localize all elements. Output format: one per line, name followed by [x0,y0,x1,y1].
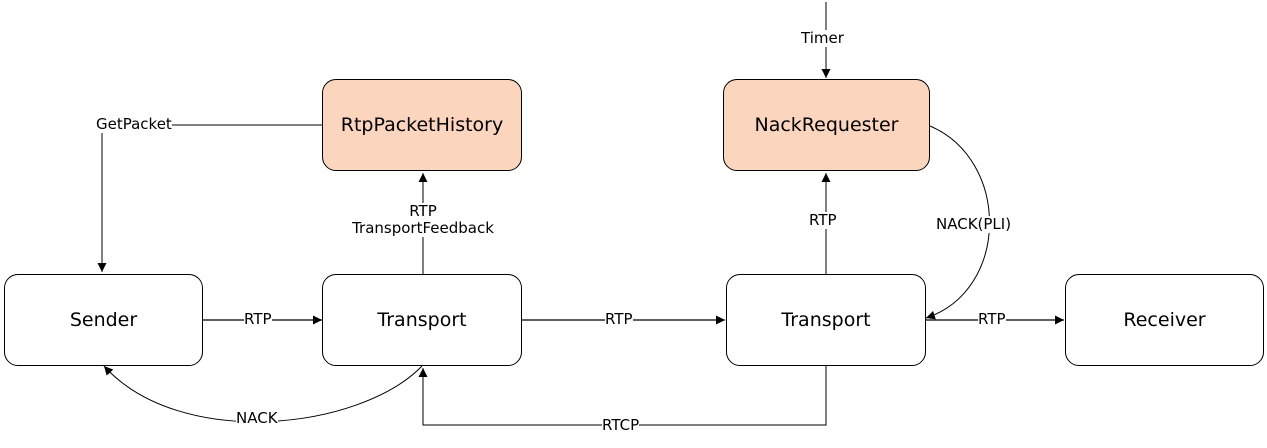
edge-getpacket [97,124,322,272]
edge-label-nack: NACK [236,409,278,427]
edge-label-rtcp: RTCP [602,416,640,434]
edge-label-timer: Timer [801,29,844,47]
edge-label-transportfeedback: TransportFeedback [352,219,494,237]
sender-node: Sender [4,274,203,366]
transport-right-label: Transport [781,309,871,331]
edge-label-rtp: RTP [409,202,437,220]
edge-label-transport-nack: RTP [809,211,837,229]
edge-label-nack-pli: NACK(PLI) [936,215,1012,233]
transport-left-node: Transport [322,274,522,366]
nack-requester-label: NackRequester [754,114,899,136]
edge-label-transport-transport: RTP [605,310,633,328]
edge-label-transport-receiver: RTP [978,310,1006,328]
rtp-packet-history-label: RtpPacketHistory [340,114,504,136]
edge-label-sender-transport: RTP [244,310,272,328]
sender-label: Sender [69,309,138,331]
edge-label-getpacket: GetPacket [96,115,172,133]
transport-right-node: Transport [726,274,926,366]
edge-label-transport-history: RTP TransportFeedback [342,203,504,237]
rtp-packet-history-node: RtpPacketHistory [322,79,522,171]
receiver-node: Receiver [1065,274,1264,366]
transport-left-label: Transport [377,309,467,331]
receiver-label: Receiver [1123,309,1206,331]
nack-requester-node: NackRequester [723,79,930,171]
